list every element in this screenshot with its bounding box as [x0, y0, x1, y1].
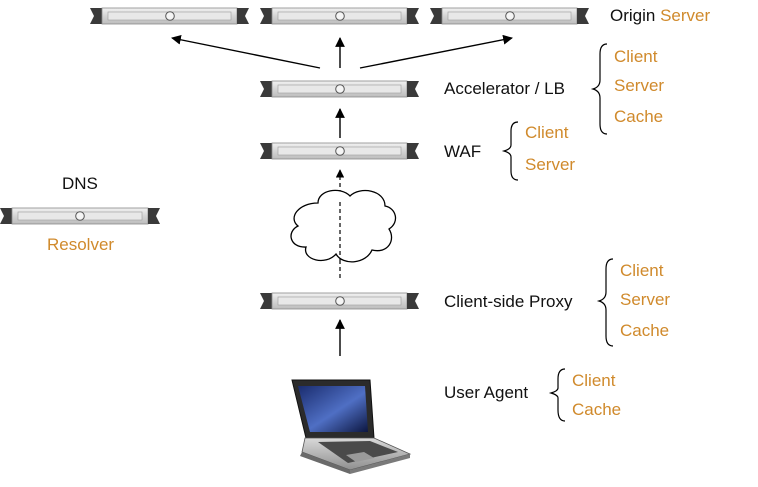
proxy-role-cache: Cache: [620, 321, 670, 340]
origin-label-role: Server: [660, 6, 711, 25]
cloud-icon: [290, 189, 397, 263]
arrow-to-origin-left: [171, 34, 321, 69]
laptop-icon: [291, 379, 412, 474]
accelerator-role-server: Server: [614, 76, 665, 95]
waf-role-client: Client: [525, 123, 569, 142]
proxy-role-server: Server: [620, 290, 671, 309]
accelerator-role-cache: Cache: [614, 107, 664, 126]
origin-server-3: [430, 7, 589, 25]
arrow-to-origin-right: [359, 34, 513, 69]
agent-brace: [548, 368, 566, 422]
origin-server-2: [260, 7, 419, 25]
accelerator-server: [260, 80, 419, 98]
dns-label: DNS: [62, 174, 98, 193]
waf-label: WAF: [444, 142, 482, 161]
proxy-label: Client-side Proxy: [444, 292, 573, 311]
waf-brace: [501, 121, 519, 181]
user-agent-role-cache: Cache: [572, 400, 622, 419]
origin-server-1: [90, 7, 249, 25]
origin-label-prefix: Origin: [610, 6, 656, 25]
accelerator-brace: [590, 43, 608, 135]
accelerator-role-client: Client: [614, 47, 658, 66]
waf-role-server: Server: [525, 155, 576, 174]
proxy-server: [260, 292, 419, 310]
accelerator-label: Accelerator / LB: [444, 79, 565, 98]
dns-role-resolver: Resolver: [47, 235, 115, 254]
waf-server: [260, 142, 419, 160]
user-agent-role-client: Client: [572, 371, 616, 390]
proxy-brace: [596, 258, 614, 347]
proxy-role-client: Client: [620, 261, 664, 280]
dns-server: [0, 207, 160, 225]
origin-label: Origin Server: [610, 6, 710, 26]
user-agent-label: User Agent: [444, 383, 529, 402]
